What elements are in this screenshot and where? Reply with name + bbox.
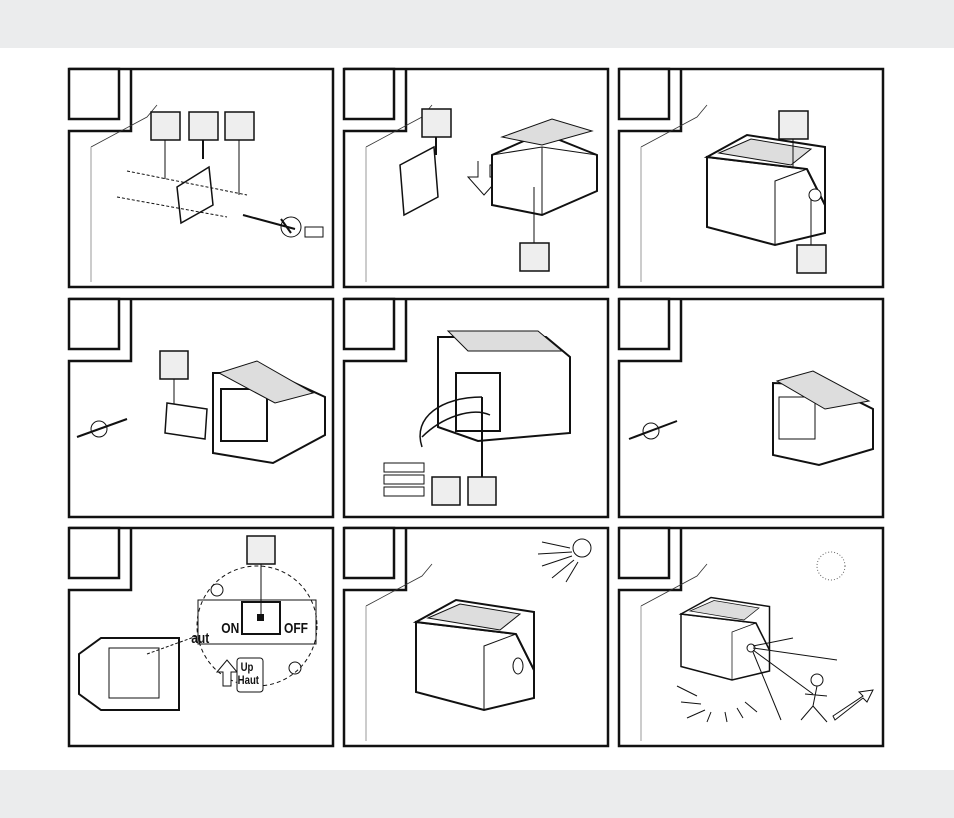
panel-solar-panel-and-sensor — [617, 67, 885, 289]
callout-box — [519, 242, 550, 272]
light-rays — [676, 685, 758, 723]
callout-box — [431, 476, 461, 506]
person-icon — [800, 673, 828, 723]
panel-hang-light — [342, 67, 610, 289]
arrow-up-icon — [215, 659, 239, 687]
batteries-icon — [383, 462, 425, 497]
callout-box — [467, 476, 497, 506]
callout-box — [246, 535, 276, 565]
panel-night-motion-detect — [617, 526, 885, 748]
screwdriver-icon — [628, 420, 678, 440]
wall-bracket — [176, 165, 214, 225]
panel-remove-bracket — [67, 297, 335, 519]
panel-mount-bracket — [67, 67, 335, 289]
up-label: Up — [240, 660, 254, 674]
callout-box — [150, 111, 181, 179]
screwdriver-icon — [76, 418, 128, 438]
callout-box — [159, 350, 189, 380]
callout-box — [224, 111, 255, 195]
panel-power-switch: ON OFF aut Up Haut — [67, 526, 335, 748]
motion-sensor — [808, 188, 822, 202]
switch-on-label: ON — [221, 620, 240, 637]
arrow-icon — [419, 396, 483, 448]
panel-refit-bracket — [617, 297, 885, 519]
wall-bracket — [399, 145, 439, 217]
bottom-band — [0, 770, 954, 818]
callout-box — [421, 108, 452, 138]
callout-box — [778, 110, 809, 140]
callout-box — [796, 244, 827, 274]
callout-box — [188, 111, 219, 159]
panel-replace-batteries — [342, 297, 610, 519]
arrow-icon — [832, 689, 874, 721]
sun-icon — [537, 538, 592, 583]
moon-icon — [816, 551, 846, 581]
haut-label: Haut — [237, 673, 260, 687]
panel-daytime-charging — [342, 526, 610, 748]
partial-label: aut — [191, 630, 210, 647]
top-band — [0, 0, 954, 48]
switch-off-label: OFF — [284, 620, 308, 637]
